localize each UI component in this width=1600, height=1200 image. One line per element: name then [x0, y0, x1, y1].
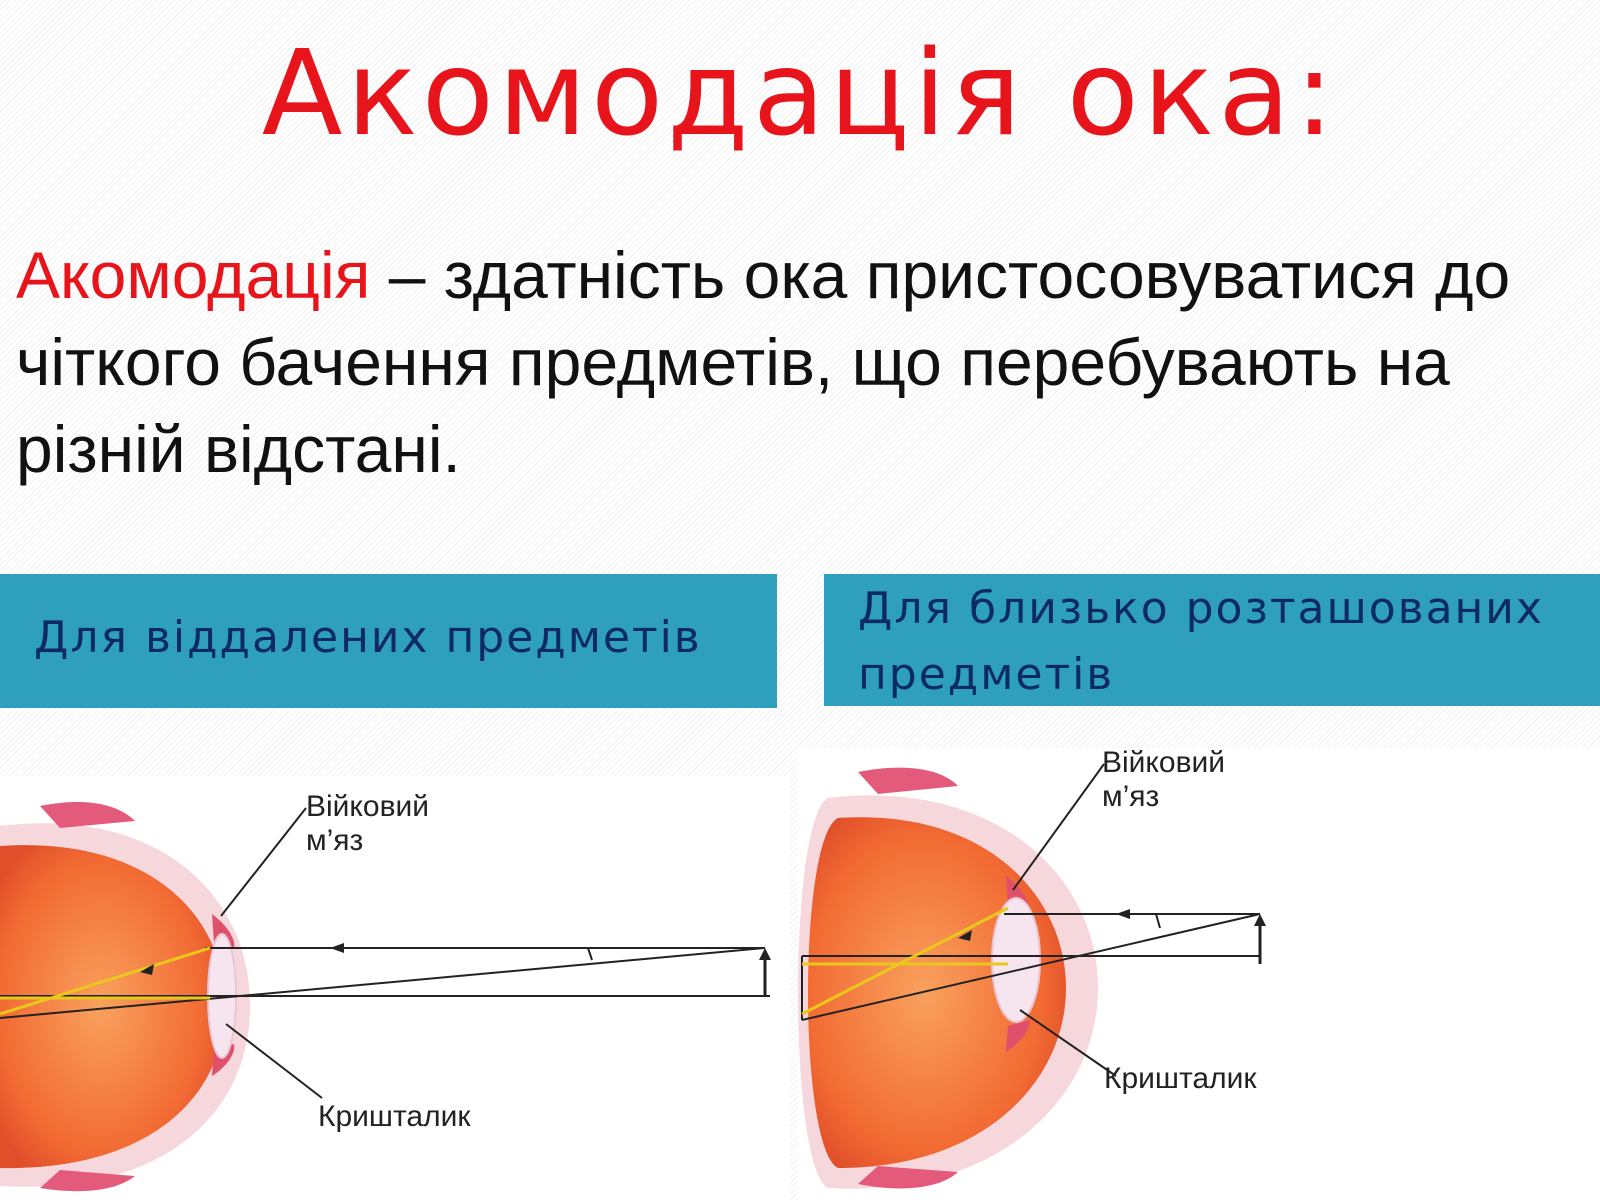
slide-title: Акомодація ока:: [261, 24, 1339, 162]
far-objects-label: Для віддалених предметів: [34, 612, 702, 663]
lens-pointer-far: [225, 1023, 323, 1099]
lens-label-far: Кришталик: [318, 1100, 471, 1133]
far-objects-header: Для віддалених предметів: [0, 574, 777, 708]
ciliary-pointer-far: [220, 807, 307, 917]
ciliary-pointer-near: [1012, 763, 1105, 891]
ciliary-label-far-line2: м’яз: [306, 824, 363, 857]
near-objects-label: Для близько розташованих предметів: [858, 583, 1544, 700]
far-eye-diagram: Війковий м’яз Кришталик: [0, 776, 790, 1200]
eyeball-near: [798, 767, 1098, 1189]
definition-term: Акомодація: [16, 238, 371, 312]
eyeball-far: [0, 801, 250, 1192]
definition-paragraph: Акомодація – здатність ока пристосовуват…: [16, 232, 1586, 493]
definition-text: – здатність ока пристосовуватися до чітк…: [16, 238, 1511, 486]
near-objects-header: Для близько розташованих предметів: [824, 574, 1600, 706]
ciliary-label-near-line2: м’яз: [1102, 780, 1159, 813]
ciliary-label-near-line1: Війковий: [1102, 748, 1225, 779]
near-eye-diagram: Війковий м’яз Кришталик: [798, 748, 1600, 1200]
light-rays-near: [801, 906, 1266, 1021]
light-rays-far: [0, 943, 771, 1019]
lens-near: [991, 897, 1041, 1023]
ciliary-label-far-line1: Війковий: [306, 790, 429, 823]
lens-pointer-near: [1019, 1009, 1117, 1077]
lens-label-near: Кришталик: [1104, 1062, 1257, 1095]
